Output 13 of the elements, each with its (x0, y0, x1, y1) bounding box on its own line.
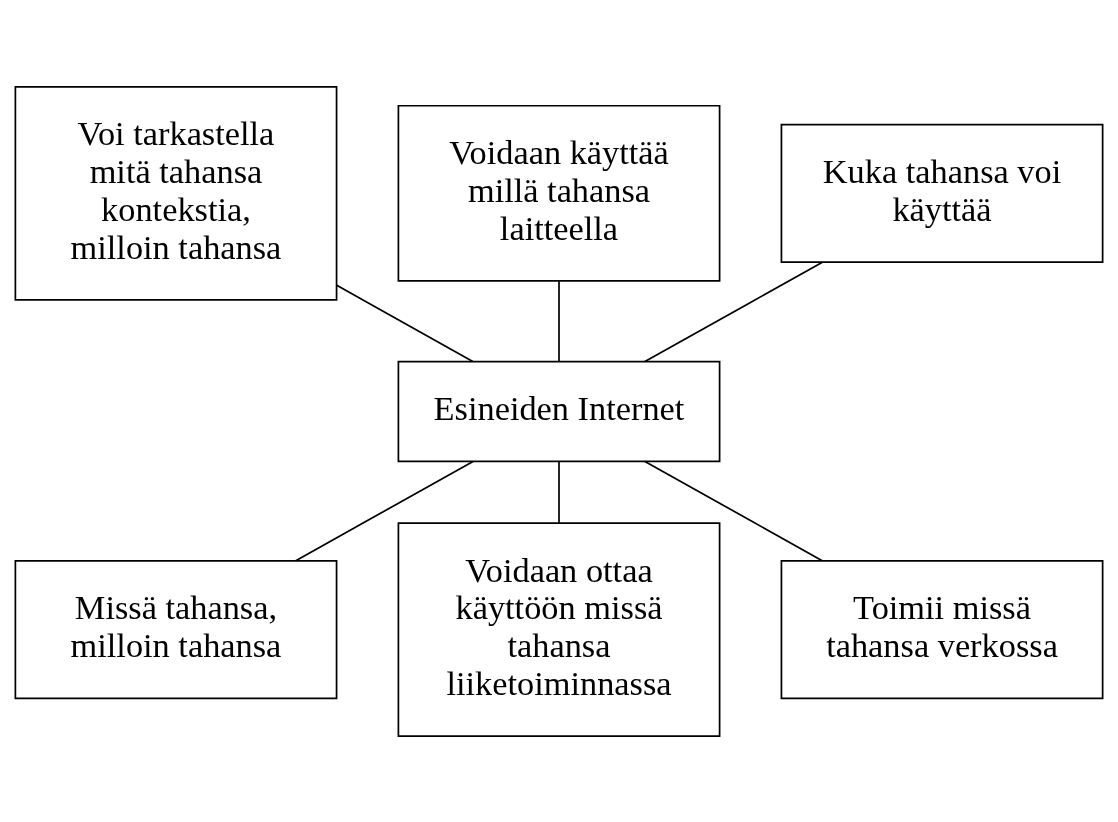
connector (644, 260, 824, 362)
connector (644, 460, 824, 562)
node-box: Toimii missä tahansa verkossa (780, 559, 1104, 699)
node-box: Missä tahansa, milloin tahansa (14, 559, 338, 699)
node-box: Esineiden Internet (397, 360, 721, 462)
connector (558, 460, 560, 524)
node-box: Voidaan ottaa käyttöön missä tahansa liiketoiminnassa (397, 521, 721, 737)
connector (294, 460, 474, 562)
connector (335, 283, 474, 362)
node-box: Voidaan käyttää millä tahansa laitteella (397, 104, 721, 282)
connector (558, 279, 560, 362)
node-box: Kuka tahansa voi käyttää (780, 123, 1104, 263)
node-box: Voi tarkastella mitä tahansa kontekstia, milloin tahansa (14, 85, 338, 301)
